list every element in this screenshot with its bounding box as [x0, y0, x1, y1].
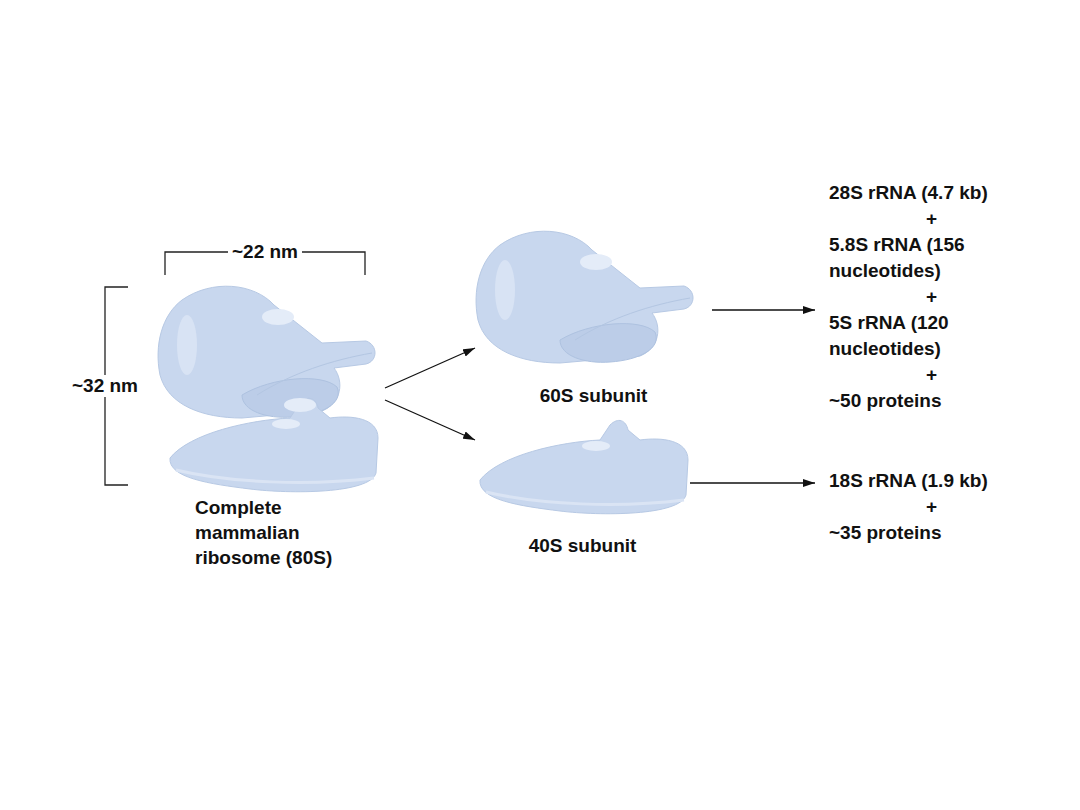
component-text: 5S rRNA (120 nucleotides): [829, 310, 1034, 362]
dimension-label: ~32 nm: [68, 375, 142, 397]
plus-sign: +: [829, 284, 1034, 310]
subunit-60s: [476, 231, 693, 363]
component-text: ~50 proteins: [829, 388, 1034, 414]
component-label-box: 60S subunit: [475, 228, 712, 410]
arrow-connector: [385, 400, 475, 440]
plus-sign: +: [829, 362, 1034, 388]
ribosome-80s: [158, 286, 378, 492]
arrow-connector: [385, 348, 475, 388]
component-label-box: 28S rRNA (4.7 kb)+5.8S rRNA (156 nucleot…: [815, 180, 1050, 414]
component-text: 28S rRNA (4.7 kb): [829, 180, 1034, 206]
component-text: 5.8S rRNA (156 nucleotides): [829, 232, 1034, 284]
plus-sign: +: [829, 494, 1034, 520]
component-text: 18S rRNA (1.9 kb): [829, 468, 1034, 494]
plus-sign: +: [829, 206, 1034, 232]
component-text: ~35 proteins: [829, 520, 1034, 546]
component-label-box: Complete mammalian ribosome (80S): [155, 280, 385, 575]
subunit-40s: [480, 420, 688, 513]
component-text: 60S subunit: [475, 383, 712, 408]
component-label-box: 18S rRNA (1.9 kb)+~35 proteins: [815, 468, 1050, 546]
component-text: Complete mammalian ribosome (80S): [195, 495, 370, 570]
arrow-connector: [690, 482, 815, 483]
arrow-connector: [712, 309, 815, 310]
component-text: 40S subunit: [475, 533, 690, 558]
component-label-box: 40S subunit: [475, 412, 690, 562]
dimension-bracket: [105, 252, 365, 485]
dimension-label: ~22 nm: [228, 241, 302, 263]
